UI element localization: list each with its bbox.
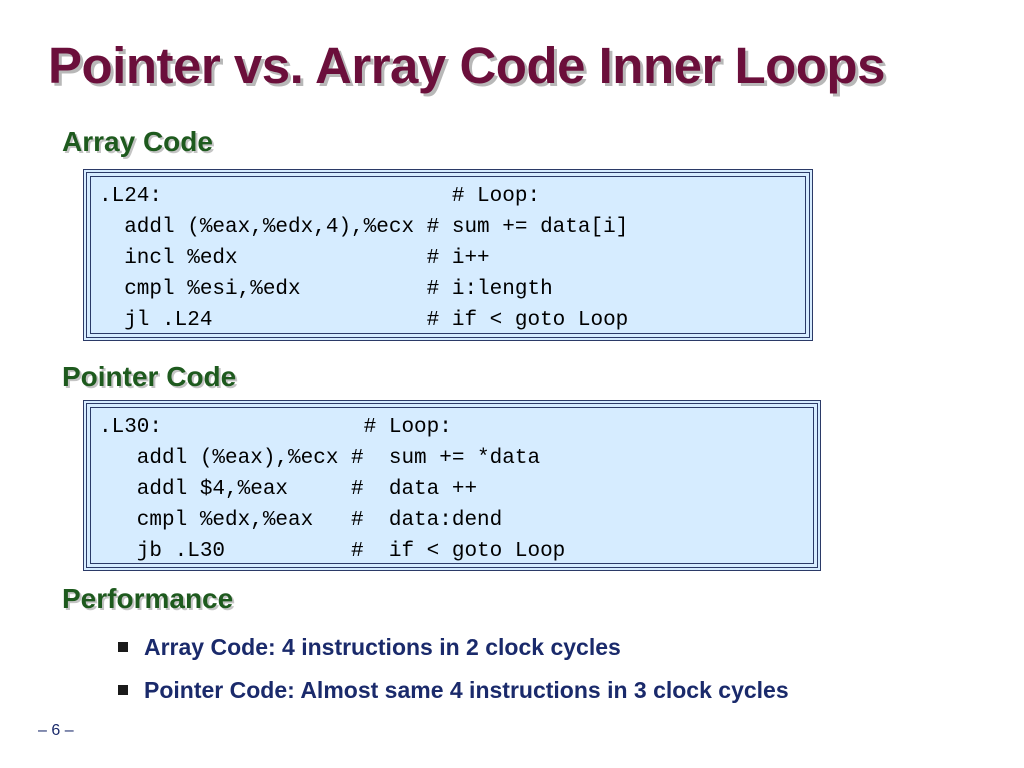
performance-bullet-text: Pointer Code: Almost same 4 instructions… — [144, 677, 789, 703]
pointer-code-line: addl (%eax),%ecx # sum += *data — [99, 447, 541, 470]
performance-bullet: Array Code: 4 instructions in 2 clock cy… — [118, 628, 789, 671]
pointer-code-heading: Pointer Code — [62, 361, 237, 392]
array-code-line: .L24: # Loop: — [99, 185, 541, 208]
performance-bullet-list: Array Code: 4 instructions in 2 clock cy… — [118, 628, 789, 714]
performance-bullet-text: Array Code: 4 instructions in 2 clock cy… — [144, 634, 621, 660]
array-code-box: .L24: # Loop: addl (%eax,%edx,4),%ecx # … — [83, 169, 813, 341]
pointer-code-listing: .L30: # Loop: addl (%eax),%ecx # sum += … — [99, 412, 565, 567]
performance-bullet: Pointer Code: Almost same 4 instructions… — [118, 671, 789, 714]
slide-title: Pointer vs. Array Code Inner Loops — [48, 37, 885, 94]
pointer-code-line: .L30: # Loop: — [99, 416, 452, 439]
pointer-code-line: addl $4,%eax # data ++ — [99, 478, 478, 501]
array-code-line: jl .L24 # if < goto Loop — [99, 309, 629, 332]
array-code-listing: .L24: # Loop: addl (%eax,%edx,4),%ecx # … — [99, 181, 628, 336]
square-bullet-icon — [118, 641, 128, 652]
array-code-line: cmpl %esi,%edx # i:length — [99, 278, 553, 301]
array-code-line: addl (%eax,%edx,4),%ecx # sum += data[i] — [99, 216, 629, 239]
square-bullet-icon — [118, 684, 128, 695]
pointer-code-line: cmpl %edx,%eax # data:dend — [99, 509, 503, 532]
pointer-code-box: .L30: # Loop: addl (%eax),%ecx # sum += … — [83, 400, 821, 571]
array-code-heading: Array Code — [62, 126, 213, 157]
array-code-line: incl %edx # i++ — [99, 247, 490, 270]
slide-number: – 6 – — [38, 722, 74, 739]
performance-heading: Performance — [62, 583, 234, 614]
pointer-code-line: jb .L30 # if < goto Loop — [99, 540, 566, 563]
